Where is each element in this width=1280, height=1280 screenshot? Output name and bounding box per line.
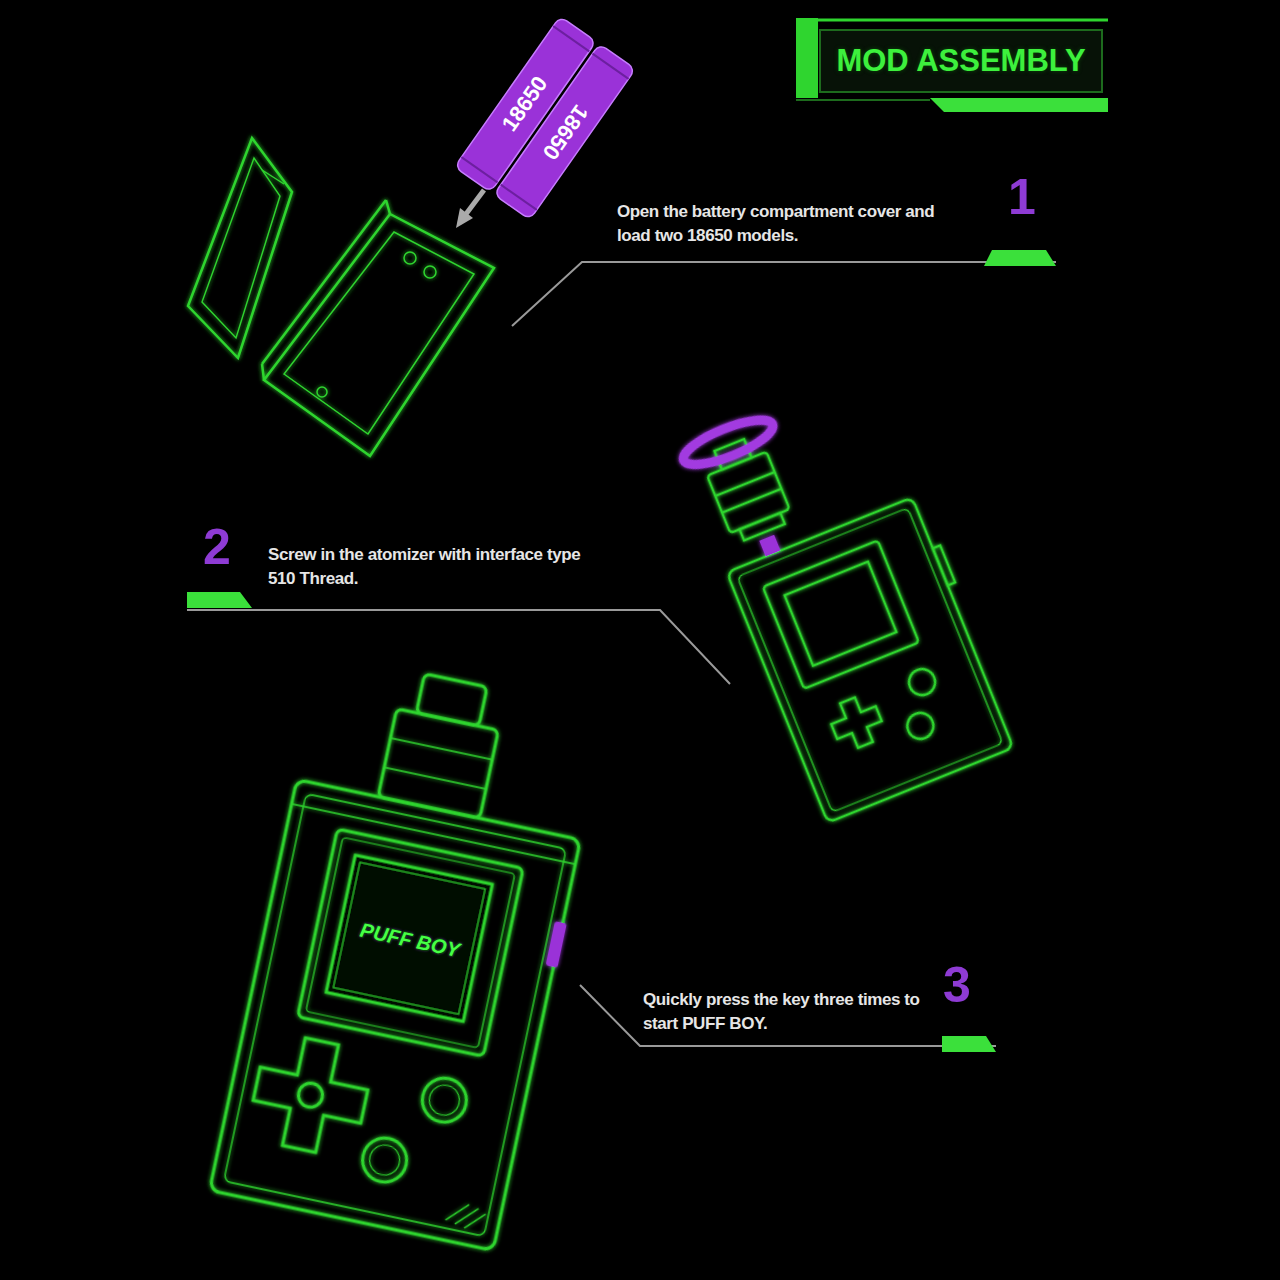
mod-with-atomizer-part xyxy=(678,411,777,473)
callout-number: 3 xyxy=(943,958,971,1013)
section-title: MOD ASSEMBLY xyxy=(836,43,1085,79)
battery-pair-part xyxy=(553,26,589,51)
title-frame xyxy=(796,18,1108,112)
screen-logo: PUFF BOY xyxy=(358,919,461,962)
assembled-mod-part xyxy=(445,1200,469,1224)
assembled-mod-part xyxy=(464,1210,485,1231)
battery-cover-part xyxy=(188,138,292,358)
callout-number: 1 xyxy=(1008,170,1036,225)
insert-arrow-part xyxy=(456,208,473,228)
battery-cover-part xyxy=(202,158,280,338)
assembled-mod-part xyxy=(418,1074,470,1126)
battery-compartment-part xyxy=(424,266,436,278)
title-panel: MOD ASSEMBLY xyxy=(820,30,1102,92)
battery-pair-part xyxy=(494,44,636,220)
mod-with-atomizer-part xyxy=(933,545,955,585)
callout-leader-1 xyxy=(512,250,1056,326)
battery-compartment-part xyxy=(284,232,474,434)
callout-leader-2-part xyxy=(187,610,730,684)
mod-with-atomizer-part xyxy=(727,497,1014,822)
battery-compartment-part xyxy=(317,387,327,397)
step-instruction: Open the battery compartment cover and l… xyxy=(617,200,962,248)
title-frame-part xyxy=(796,99,930,101)
battery-pair-part xyxy=(501,185,537,210)
assembled-mod-part xyxy=(359,1134,411,1186)
battery-cover xyxy=(188,138,292,358)
callout-number: 2 xyxy=(203,520,231,575)
callout-leader-3 xyxy=(580,985,996,1052)
mod-with-atomizer-part xyxy=(759,535,780,557)
assembled-mod-part xyxy=(546,921,567,968)
insert-arrow xyxy=(456,190,484,228)
callout-leader-3-part xyxy=(580,985,996,1046)
assembled-mod-part xyxy=(292,804,576,864)
mod-with-atomizer-part xyxy=(722,489,781,513)
mod-with-atomizer-part xyxy=(763,540,919,688)
battery-compartment-part xyxy=(262,364,264,380)
callout-leader-3-part xyxy=(942,1036,996,1052)
battery-compartment xyxy=(262,200,494,456)
assembled-mod-part xyxy=(378,709,498,819)
assembled-mod-part xyxy=(245,1030,375,1160)
assembled-mod-part xyxy=(224,794,567,1237)
title-frame-part xyxy=(796,19,1108,22)
assembled-mod-part xyxy=(326,855,492,1021)
battery-compartment-part xyxy=(264,214,494,456)
step-instruction: Quickly press the key three times to sta… xyxy=(643,988,943,1036)
assembled-mod-part xyxy=(384,767,486,789)
assembled-mod-part xyxy=(455,1204,479,1228)
battery-cover-part xyxy=(262,170,284,184)
assembled-mod-part xyxy=(416,674,487,726)
assembled-mod-part xyxy=(367,1142,403,1178)
assembled-mod-part xyxy=(390,738,492,760)
title-frame-part xyxy=(820,30,1102,92)
assembled-mod-part xyxy=(296,1081,324,1109)
mod-with-atomizer-part xyxy=(785,562,897,666)
title-frame-part xyxy=(930,98,1108,112)
assembled-mod-part xyxy=(210,779,581,1250)
assembled-mod-part xyxy=(298,829,524,1056)
battery-label: 18650 xyxy=(498,72,553,136)
callout-leader-2-part xyxy=(187,592,252,608)
battery-pair-part xyxy=(593,54,629,79)
battery-pair xyxy=(455,16,636,219)
callout-leader-1-part xyxy=(512,262,1056,326)
mod-with-atomizer-part xyxy=(905,665,939,699)
battery-compartment-part xyxy=(386,200,390,214)
mod-with-atomizer-part xyxy=(903,709,937,743)
mod-with-atomizer-part xyxy=(737,508,1003,812)
battery-label: 18650 xyxy=(538,100,593,164)
assembled-mod xyxy=(210,652,612,1251)
mod-with-atomizer xyxy=(677,370,1021,823)
step-instruction: Screw in the atomizer with interface typ… xyxy=(268,543,603,591)
callout-leader-2 xyxy=(187,592,730,684)
assembled-mod-part xyxy=(333,862,485,1014)
battery-compartment-part xyxy=(404,252,416,264)
insert-arrow-part xyxy=(466,190,484,214)
mod-with-atomizer-part xyxy=(715,472,774,496)
assembled-mod-part xyxy=(306,837,515,1048)
assembled-mod-part xyxy=(427,1082,463,1118)
battery-pair-part xyxy=(461,157,497,182)
title-frame-part xyxy=(796,18,818,98)
mod-with-atomizer-part xyxy=(825,691,887,753)
callout-leader-1-part xyxy=(984,250,1056,266)
